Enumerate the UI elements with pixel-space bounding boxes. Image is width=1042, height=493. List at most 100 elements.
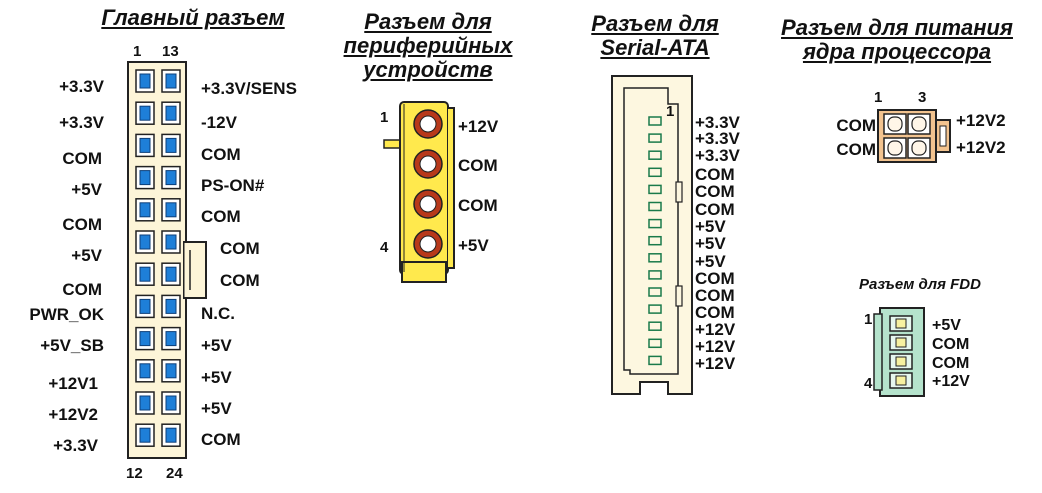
main-right-label: COM <box>201 430 241 449</box>
atx-pin <box>135 69 155 93</box>
main-right-label: COM <box>201 207 241 226</box>
atx-pin <box>161 423 181 447</box>
atx-pin <box>135 326 155 351</box>
sata-connector-title: Разъем для Serial-ATA <box>591 11 719 60</box>
sata-label: +3.3V <box>695 146 740 165</box>
main-right-label: -12V <box>201 113 237 132</box>
main-left-label: +5V_SB <box>40 336 104 355</box>
atx-pin <box>135 423 155 447</box>
sata-label: +12V <box>695 337 736 356</box>
cpu-pin-number-3: 3 <box>918 89 927 106</box>
cpu-right-label: +12V2 <box>956 138 1006 157</box>
fdd-pin-number-first: 1 <box>864 311 873 328</box>
main-left-label: +12V2 <box>48 405 98 424</box>
sata-contact <box>648 150 662 160</box>
sata-label: +5V <box>695 252 726 271</box>
main-right-label: N.C. <box>201 304 235 323</box>
molex-pin <box>413 229 443 259</box>
main-right-label: +5V <box>201 336 232 355</box>
cpu-connector-pins <box>883 113 931 159</box>
main-pin-number-13: 13 <box>162 43 179 60</box>
main-left-label: +12V1 <box>48 374 98 393</box>
main-right-label: COM <box>201 145 241 164</box>
main-left-label: +5V <box>71 246 102 265</box>
main-left-label: PWR_OK <box>29 305 104 324</box>
atx-pin <box>135 133 155 158</box>
atx-pin <box>135 391 155 415</box>
fdd-pin <box>889 353 913 370</box>
fdd-label: +5V <box>932 317 961 334</box>
peripheral-pin-number-last: 4 <box>380 239 389 256</box>
main-left-label: COM <box>62 215 102 234</box>
sata-label: +12V <box>695 354 736 373</box>
main-right-label: COM <box>220 239 260 258</box>
sata-contact <box>648 235 662 246</box>
cpu-pin <box>883 113 907 135</box>
main-left-label: COM <box>62 280 102 299</box>
main-pin-number-24: 24 <box>166 465 183 482</box>
sata-connector-body <box>611 75 693 395</box>
main-left-label: +5V <box>71 180 102 199</box>
fdd-pin-number-last: 4 <box>864 375 873 392</box>
main-left-label: +3.3V <box>59 77 104 96</box>
cpu-pin <box>907 113 931 135</box>
molex-pin <box>413 189 443 219</box>
sata-contact <box>648 355 662 366</box>
sata-contact <box>648 270 662 280</box>
main-right-label: PS-ON# <box>201 176 265 195</box>
atx-pin <box>161 294 181 319</box>
peripheral-connector-body <box>383 101 455 283</box>
cpu-left-label: COM <box>836 116 876 135</box>
cpu-connector-title: Разъем для питания ядра процессора <box>781 15 1013 64</box>
atx-pin <box>135 101 155 125</box>
fdd-connector-title: Разъем для FDD <box>859 276 981 293</box>
sata-contact <box>648 167 662 178</box>
sata-contact <box>648 218 662 229</box>
fdd-label: +12V <box>932 373 970 390</box>
sata-label: +5V <box>695 217 726 236</box>
main-connector-pins <box>135 69 181 447</box>
sata-label: COM <box>695 165 735 184</box>
cpu-pin-number-1: 1 <box>874 89 883 106</box>
fdd-connector-pins <box>889 315 913 389</box>
sata-label: COM <box>695 200 735 219</box>
atx-pin <box>161 198 181 222</box>
sata-connector-pins <box>648 116 662 366</box>
main-connector-title: Главный разъем <box>101 5 285 30</box>
main-left-label: +3.3V <box>59 113 104 132</box>
molex-pin <box>413 149 443 179</box>
atx-pin <box>135 359 155 383</box>
sata-contact <box>648 321 662 331</box>
sata-label: COM <box>695 269 735 288</box>
sata-label: +12V <box>695 320 736 339</box>
main-left-label: +3.3V <box>53 436 98 455</box>
sata-contact <box>648 253 662 263</box>
atx-pin <box>161 326 181 351</box>
atx-pin <box>161 262 181 286</box>
sata-label: +3.3V <box>695 129 740 148</box>
cpu-right-label: +12V2 <box>956 111 1006 130</box>
sata-label: +3.3V <box>695 113 740 132</box>
peripheral-connector-title: Разъем для периферийных устройств <box>343 9 513 82</box>
atx-pin <box>161 230 181 254</box>
main-right-label: +3.3V/SENS <box>201 79 297 98</box>
fdd-label: COM <box>932 336 970 353</box>
atx-pin <box>161 165 181 190</box>
atx-pin <box>161 391 181 415</box>
atx-pin <box>161 359 181 383</box>
atx-pin <box>135 262 155 286</box>
molex-pin <box>413 109 443 139</box>
cpu-pin <box>883 137 907 159</box>
sata-label: COM <box>695 286 735 305</box>
atx-pin <box>135 165 155 190</box>
peripheral-pin-number-first: 1 <box>380 109 389 126</box>
atx-pin <box>161 69 181 93</box>
main-left-label: COM <box>62 149 102 168</box>
peripheral-connector-pins <box>413 109 443 259</box>
atx-pin <box>161 101 181 125</box>
sata-label: +5V <box>695 234 726 253</box>
main-right-label: +5V <box>201 399 232 418</box>
main-right-label: COM <box>220 271 260 290</box>
main-pin-number-1: 1 <box>133 43 142 60</box>
